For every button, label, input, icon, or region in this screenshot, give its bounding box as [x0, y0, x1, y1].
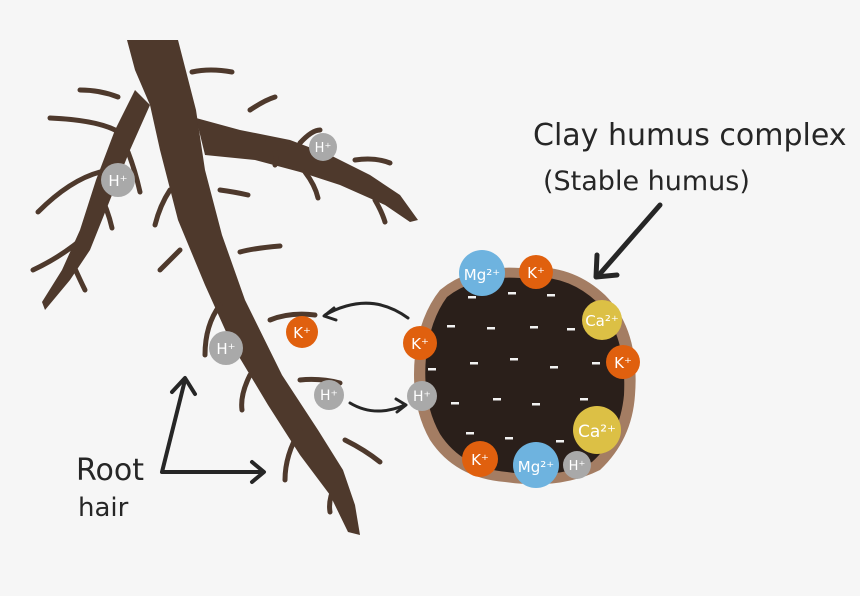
ca-ion-clay-1: Ca²⁺ [582, 300, 622, 340]
h-ion-root-2: H⁺ [309, 133, 337, 161]
root [30, 40, 418, 535]
svg-text:Mg²⁺: Mg²⁺ [464, 266, 500, 284]
svg-text:Ca²⁺: Ca²⁺ [578, 422, 616, 442]
svg-text:H⁺: H⁺ [108, 172, 127, 190]
svg-text:Ca²⁺: Ca²⁺ [585, 312, 619, 330]
clay-label-title: Clay humus complex [533, 118, 847, 153]
root-label-line2: hair [78, 493, 129, 523]
svg-text:H⁺: H⁺ [569, 459, 586, 474]
k-ion-root: K⁺ [286, 316, 318, 348]
clay-pointer-arrow [593, 202, 663, 280]
svg-text:K⁺: K⁺ [614, 354, 632, 372]
root-hair-pointer [160, 376, 266, 484]
h-ion-root-3: H⁺ [209, 331, 243, 365]
svg-text:H⁺: H⁺ [320, 388, 338, 404]
mg-ion-clay-2: Mg²⁺ [513, 442, 559, 488]
svg-text:Mg²⁺: Mg²⁺ [518, 458, 554, 476]
k-ion-clay-2: K⁺ [606, 345, 640, 379]
svg-text:H⁺: H⁺ [216, 340, 235, 358]
svg-text:K⁺: K⁺ [471, 451, 489, 469]
h-ion-root-1: H⁺ [101, 163, 135, 197]
clay-label-subtitle: (Stable humus) [543, 166, 750, 197]
ca-ion-clay-2: Ca²⁺ [573, 406, 621, 454]
svg-text:K⁺: K⁺ [293, 324, 311, 342]
root-label-line1: Root [76, 453, 144, 488]
svg-text:H⁺: H⁺ [413, 389, 431, 405]
k-ion-clay-3: K⁺ [462, 441, 498, 477]
h-ion-clay-1: H⁺ [563, 451, 591, 479]
h-ion-clay-2: H⁺ [407, 381, 437, 411]
k-ion-clay-4: K⁺ [403, 326, 437, 360]
arrow-h-to-clay [348, 401, 407, 413]
mg-ion-clay-1: Mg²⁺ [459, 250, 505, 296]
exchange-arrows [322, 301, 410, 414]
svg-text:H⁺: H⁺ [315, 141, 332, 156]
h-ion-root-4: H⁺ [314, 380, 344, 410]
arrow-k-to-root [323, 301, 410, 320]
negative-charges [428, 292, 600, 443]
svg-text:K⁺: K⁺ [411, 335, 429, 353]
svg-text:K⁺: K⁺ [527, 264, 545, 282]
k-ion-clay-1: K⁺ [519, 255, 553, 289]
